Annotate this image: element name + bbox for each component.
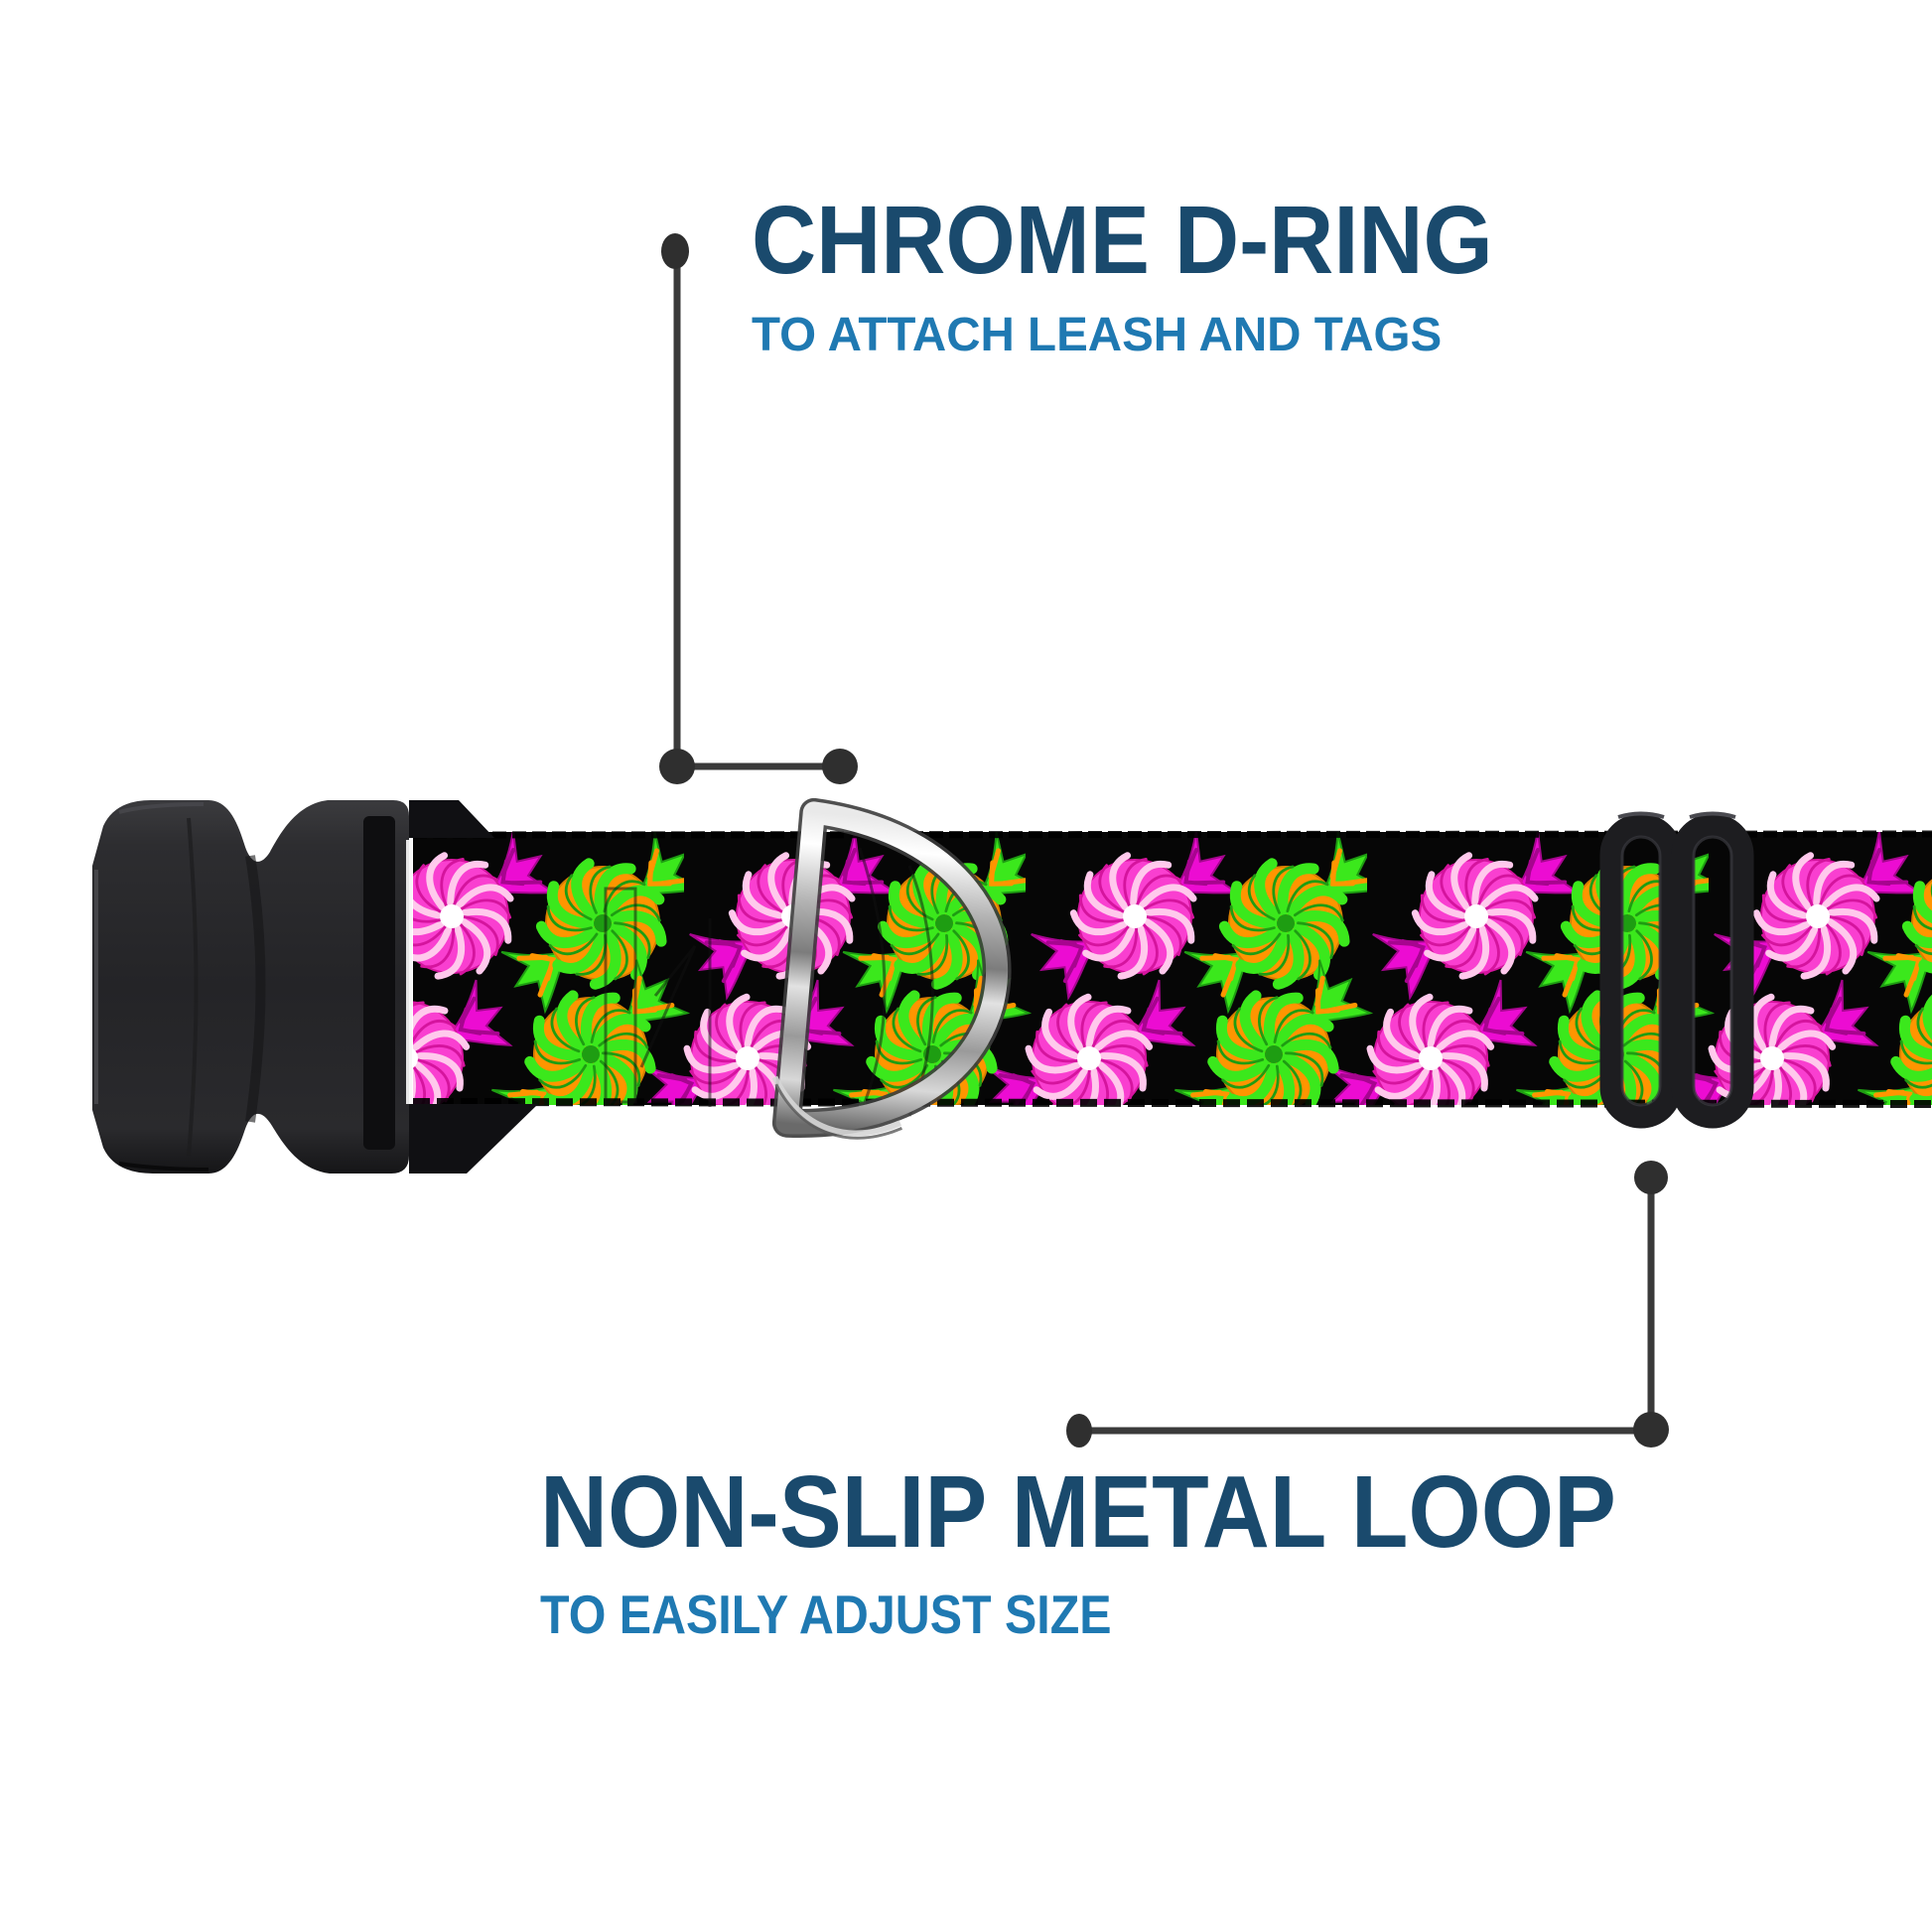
top-callout-connector [659, 233, 858, 784]
top-callout-subtitle: TO ATTACH LEASH AND TAGS [752, 309, 1443, 361]
non-slip-metal-loop [1599, 811, 1754, 1129]
collar-strap [412, 830, 1932, 1117]
top-callout-target-dot [822, 749, 858, 784]
top-callout-start-dot [661, 233, 689, 269]
bottom-callout-target-dot [1634, 1161, 1668, 1194]
side-release-buckle [92, 800, 538, 1173]
bottom-callout-connector [1066, 1161, 1669, 1448]
top-callout-elbow-dot [659, 749, 695, 784]
buckle-strap-gap [406, 840, 412, 1104]
top-callout-title: CHROME D-RING [752, 186, 1493, 294]
bottom-callout-title: NON-SLIP METAL LOOP [540, 1454, 1616, 1569]
bottom-callout-subtitle: TO EASILY ADJUST SIZE [540, 1584, 1112, 1645]
chrome-d-ring [771, 797, 1012, 1140]
bottom-callout-end-dot [1066, 1414, 1092, 1448]
bottom-callout-elbow-dot [1633, 1412, 1669, 1448]
